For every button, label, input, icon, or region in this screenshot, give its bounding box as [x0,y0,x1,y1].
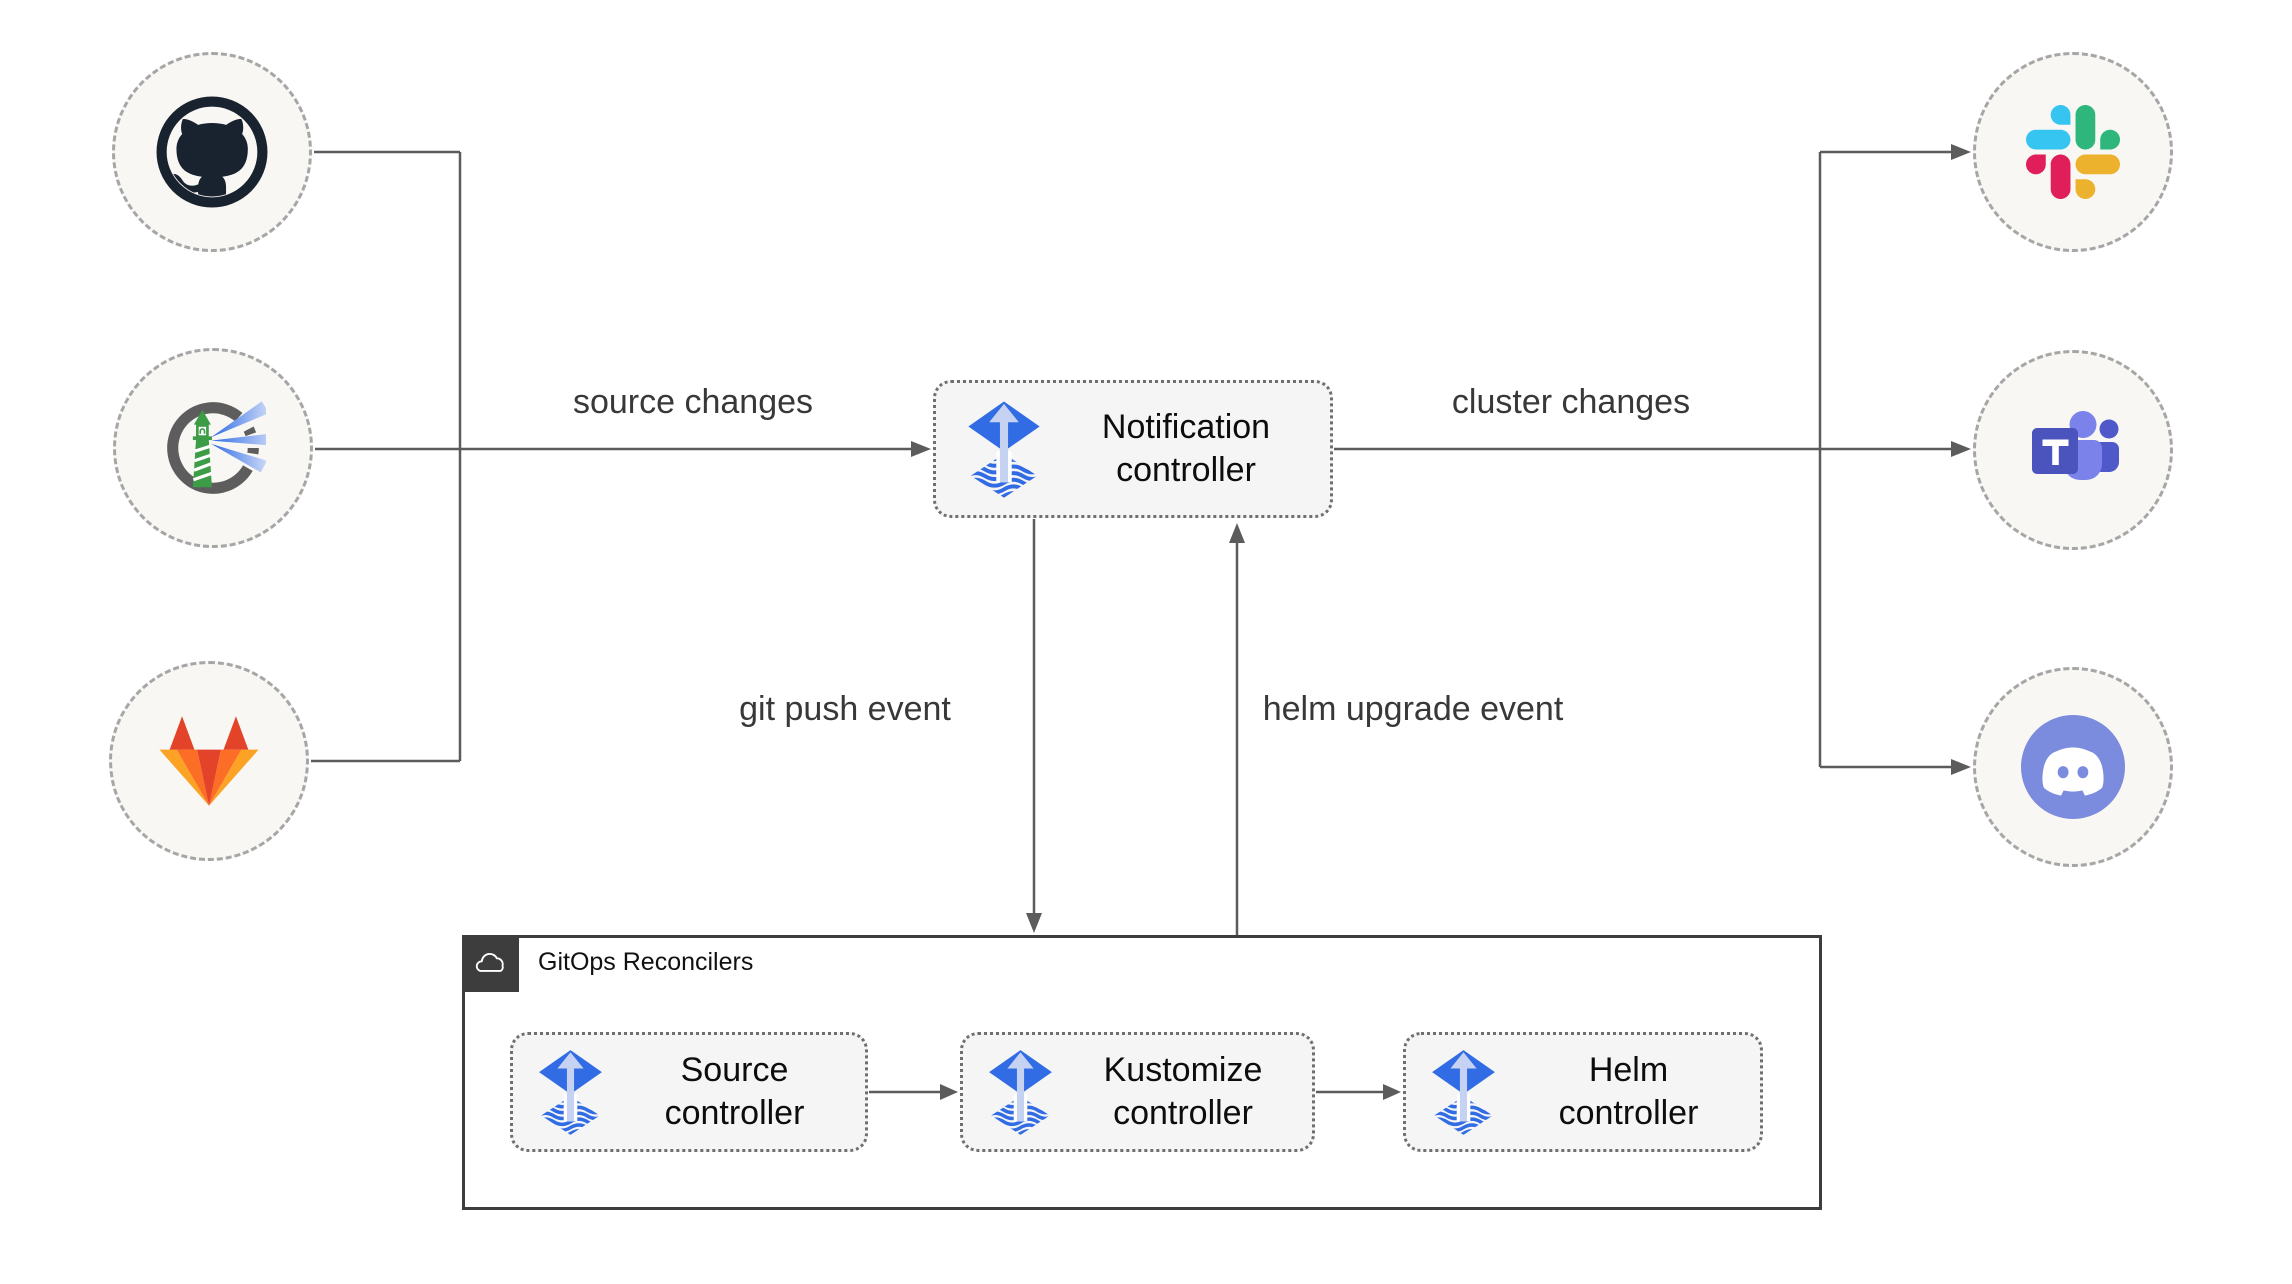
arrowhead-helm-upgrade [1229,523,1245,543]
helm-controller-box: Helm controller [1403,1032,1763,1152]
node-gitlab [109,661,309,861]
edge-label-source-changes: source changes [572,383,814,421]
node-harbor [113,348,313,548]
kustomize-controller-label-line1: Kustomize [1103,1051,1263,1090]
cloud-icon [475,952,504,972]
source-controller-box: Source controller [510,1032,868,1152]
edge-label-helm-upgrade-event: helm upgrade event [1262,690,1564,728]
connector-lines [311,150,1951,1094]
node-ms-teams [1973,350,2173,550]
flux-icon [1430,1048,1497,1136]
github-icon [156,96,268,208]
notification-controller-label-line2: controller [1116,451,1256,489]
arrowhead-git-push [1026,913,1042,933]
edge-label-cluster-changes: cluster changes [1451,383,1691,421]
node-slack [1973,52,2173,252]
gitops-container-title: GitOps Reconcilers [538,948,754,976]
kustomize-controller-label: Kustomize controller [1054,1049,1312,1135]
source-controller-label: Source controller [604,1049,865,1135]
flux-icon [987,1048,1054,1136]
kustomize-controller-box: Kustomize controller [960,1032,1315,1152]
discord-icon [2021,715,2125,819]
arrowhead-into-teams [1951,441,1971,457]
source-controller-label-line1: Source [680,1051,789,1090]
flux-icon [966,399,1042,499]
gitops-container-badge [462,935,519,992]
arrowhead-into-notification [911,441,931,457]
kustomize-controller-label-line2: controller [1113,1094,1253,1132]
arrowheads [911,144,1971,1100]
helm-controller-label: Helm controller [1497,1049,1760,1135]
notification-controller-box: Notification controller [933,380,1333,518]
flux-icon [537,1048,604,1136]
gitops-reconcilers-container [462,935,1822,1210]
helm-controller-label-line1: Helm [1588,1051,1669,1090]
gitlab-icon [159,715,259,806]
notification-controller-label: Notification controller [1042,406,1330,492]
ms-teams-icon [2032,411,2119,480]
helm-controller-label-line2: controller [1558,1094,1699,1132]
arrowhead-into-slack [1951,144,1971,160]
harbor-icon [167,401,266,494]
node-discord [1973,667,2173,867]
node-github [112,52,312,252]
arrowhead-into-kustomize [940,1084,958,1100]
edge-label-git-push-event: git push event [739,690,951,728]
arrowhead-into-discord [1951,759,1971,775]
notification-controller-label-line1: Notification [1101,408,1271,447]
slack-icon [2026,105,2120,199]
arrowhead-into-helm [1383,1084,1401,1100]
source-controller-label-line2: controller [664,1094,805,1132]
